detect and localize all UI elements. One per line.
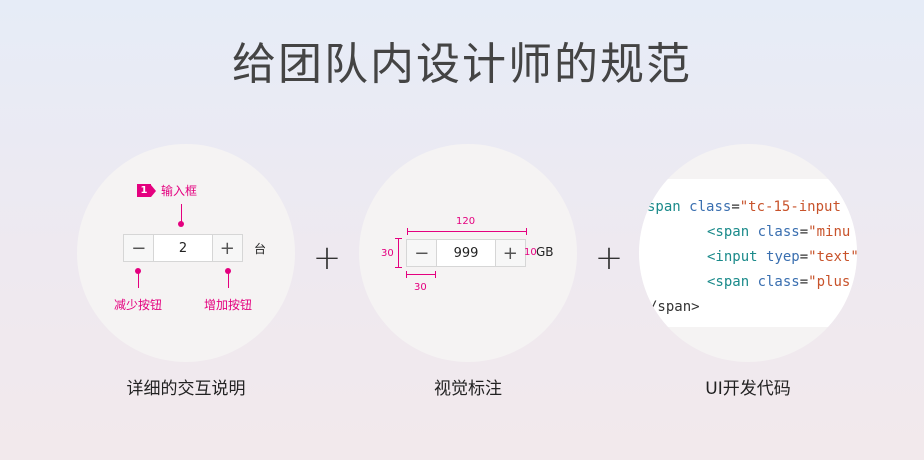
increase-leader-dot [225,268,231,274]
plus-sign: + [594,238,624,278]
quantity-stepper[interactable]: − 2 + [123,234,243,262]
unit-label: 台 [254,242,267,256]
width-measure-tick-right [526,228,527,235]
spec-increase-button: + [495,240,525,266]
gap-measure-label: 10 [524,247,537,258]
button-width-line [406,274,436,275]
increase-annotation: 增加按钮 [204,298,253,312]
height-measure-tick-bottom [395,267,402,268]
button-width-tick-left [406,271,407,278]
width-measure-line [407,231,527,232]
decrease-leader-dot [135,268,141,274]
height-measure-line [398,238,399,268]
code-line: <span class="minu [707,224,851,240]
decrease-leader-line [138,272,139,288]
visual-spec-caption: 视觉标注 [434,379,502,399]
badge-arrow-icon [151,184,156,197]
interaction-panel: 1 输入框 − 2 + 台 减少按钮 增加按钮 [77,144,295,362]
input-leader-dot [178,221,184,227]
button-width-label: 30 [414,282,427,293]
code-line: <span class="plus [707,274,851,290]
decrease-annotation: 减少按钮 [114,298,163,312]
spec-decrease-button: − [407,240,437,266]
increase-button[interactable]: + [212,235,242,261]
height-measure-label: 30 [381,248,394,259]
width-measure-tick-left [407,228,408,235]
page-title: 给团队内设计师的规范 [232,39,692,90]
badge-label: 输入框 [161,184,198,198]
code-panel: span class="tc-15-input <span class="min… [639,144,857,362]
spec-stepper: − 999 + [406,239,526,267]
code-line: <input tyep="text" [707,249,857,265]
code-caption: UI开发代码 [705,379,791,399]
code-line: span class="tc-15-input [647,199,841,215]
visual-spec-panel: 120 30 − 999 + 10 GB 30 [359,144,577,362]
spec-value: 999 [436,240,496,266]
button-width-tick-right [435,271,436,278]
plus-sign: + [312,238,342,278]
width-measure-label: 120 [456,216,476,227]
height-measure-tick-top [395,238,402,239]
quantity-input[interactable]: 2 [153,235,213,261]
increase-leader-line [228,272,229,288]
code-line: /span> [649,299,700,315]
code-block: span class="tc-15-input <span class="min… [639,179,857,327]
interaction-caption: 详细的交互说明 [126,379,246,399]
decrease-button[interactable]: − [124,235,154,261]
spec-unit-label: GB [536,245,554,259]
input-annotation-badge: 1 输入框 [137,182,197,199]
input-leader-line [181,204,182,224]
badge-number: 1 [137,184,151,197]
